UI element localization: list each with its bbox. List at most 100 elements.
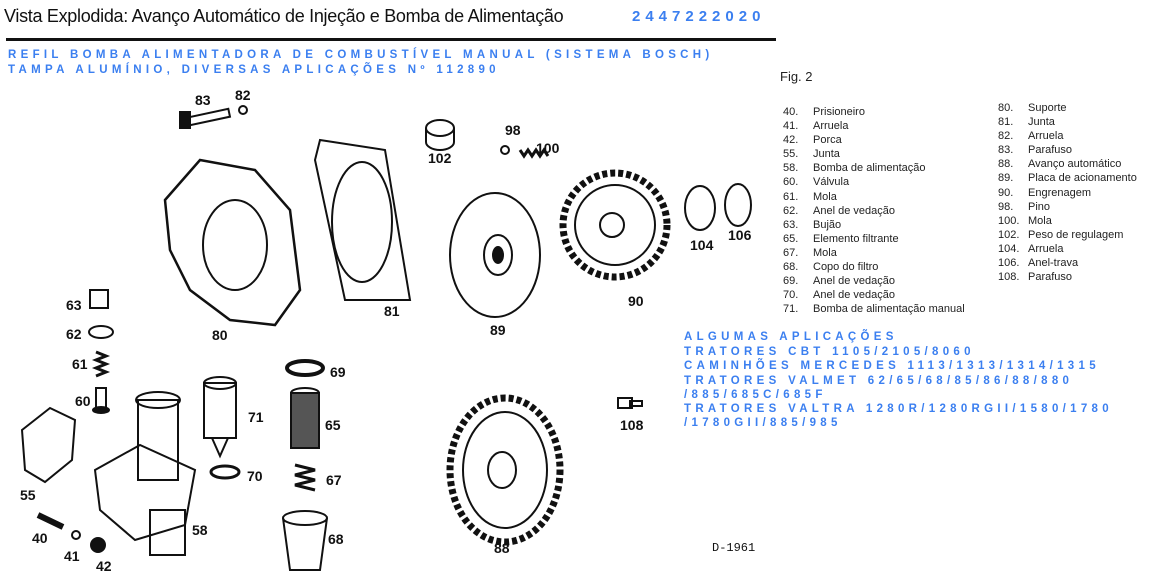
- legend-item-label: Mola: [1028, 214, 1052, 227]
- callout-60: 60: [75, 393, 91, 409]
- legend-item-number: 83.: [998, 144, 1014, 157]
- legend-item-number: 42.: [783, 134, 799, 147]
- bolt-83: [179, 107, 232, 129]
- legend-item-number: 61.: [783, 190, 799, 203]
- legend-item: 40. Prisioneiro: [783, 105, 965, 119]
- application-line: TRATORES VALMET 62/65/68/85/86/88/880: [684, 375, 1074, 387]
- seal-69: [285, 359, 325, 377]
- callout-65: 65: [325, 417, 341, 433]
- subtitle-line-2: TAMPA ALUMÍNIO, DIVERSAS APLICAÇÕES Nº 1…: [8, 64, 500, 76]
- housing-80: [163, 158, 302, 327]
- application-line: CAMINHÕES MERCEDES 1113/1313/1314/1315: [684, 360, 1100, 372]
- legend-item-number: 71.: [783, 303, 799, 316]
- subtitle-line-1: REFIL BOMBA ALIMENTADORA DE COMBUSTÍVEL …: [8, 49, 714, 61]
- title-divider: [6, 38, 776, 41]
- legend-item-number: 102.: [998, 228, 1020, 241]
- hand-pump-71: [203, 376, 237, 459]
- callout-70: 70: [247, 468, 263, 484]
- legend-item-number: 89.: [998, 172, 1014, 185]
- nut-42: [90, 537, 106, 553]
- legend-item-number: 104.: [998, 242, 1020, 255]
- legend-item-label: Peso de regulagem: [1028, 228, 1124, 241]
- legend-item: 102. Peso de regulagem: [998, 228, 1137, 242]
- pump-58: [93, 391, 197, 556]
- callout-108: 108: [620, 417, 644, 433]
- callout-62: 62: [66, 326, 82, 342]
- legend-item-label: Placa de acionamento: [1028, 172, 1137, 185]
- legend-item-number: 69.: [783, 275, 799, 288]
- callout-90: 90: [628, 293, 644, 309]
- legend-item-label: Porca: [813, 134, 842, 147]
- bolt-108: [617, 397, 643, 409]
- weight-102: [425, 119, 455, 151]
- legend-item-label: Anel de vedação: [813, 289, 895, 302]
- legend-item: 90. Engrenagem: [998, 186, 1137, 200]
- legend-item-number: 63.: [783, 218, 799, 231]
- plug-63: [89, 289, 109, 309]
- legend-item-number: 108.: [998, 271, 1020, 284]
- legend-item-label: Bujão: [813, 218, 842, 231]
- legend-item: 81.Junta: [998, 115, 1137, 129]
- legend-item-number: 68.: [783, 261, 799, 274]
- callout-80: 80: [212, 327, 228, 343]
- valve-60: [92, 387, 110, 414]
- legend-item: 100.Mola: [998, 214, 1137, 228]
- legend-item: 67.Mola: [783, 246, 965, 260]
- callout-69: 69: [330, 364, 346, 380]
- legend-item-label: Arruela: [1028, 242, 1064, 255]
- legend-item: 88.Avanço automático: [998, 157, 1137, 171]
- legend-item-number: 90.: [998, 186, 1014, 199]
- legend-item-number: 65.: [783, 232, 799, 245]
- callout-68: 68: [328, 531, 344, 547]
- callout-100: 100: [536, 140, 560, 156]
- circlip-106: [724, 183, 752, 227]
- application-line: /885/685C/685F: [684, 389, 827, 401]
- legend-item: 80.Suporte: [998, 101, 1137, 115]
- legend-item: 55.Junta: [783, 147, 965, 161]
- legend-item: 108. Parafuso: [998, 270, 1137, 284]
- legend-item-label: Copo do filtro: [813, 261, 879, 274]
- advance-88: [446, 394, 564, 546]
- callout-58: 58: [192, 522, 208, 538]
- legend-item-label: Prisioneiro: [813, 106, 865, 118]
- legend-item-label: Parafuso: [1028, 271, 1073, 284]
- legend-item-label: Bomba de alimentação manual: [813, 303, 965, 316]
- legend-item-label: Válvula: [813, 176, 850, 189]
- legend-item-number: 106.: [998, 257, 1020, 270]
- legend-item: 70.Anel de vedação: [783, 288, 965, 302]
- legend-item: 63. Bujão: [783, 218, 965, 232]
- spring-100: [518, 147, 550, 159]
- legend-item-number: 81.: [998, 116, 1014, 129]
- filter-65: [290, 387, 320, 449]
- gasket-55: [20, 406, 77, 484]
- callout-104: 104: [690, 237, 714, 253]
- callout-61: 61: [72, 356, 88, 372]
- applications-heading: ALGUMAS APLICAÇÕES: [684, 331, 898, 343]
- legend-item-label: Mola: [813, 246, 837, 259]
- legend-item-label: Arruela: [813, 120, 849, 133]
- legend-item-label: Avanço automático: [1028, 158, 1122, 171]
- legend-item: 68. Copo do filtro: [783, 260, 965, 274]
- callout-102: 102: [428, 150, 452, 166]
- legend-item-number: 40.: [783, 106, 799, 118]
- callout-106: 106: [728, 227, 752, 243]
- legend-item: 89. Placa de acionamento: [998, 171, 1137, 185]
- legend-item-label: Bomba de alimentação: [813, 162, 926, 175]
- callout-55: 55: [20, 487, 36, 503]
- seal-62: [88, 325, 114, 339]
- callout-88: 88: [494, 540, 510, 556]
- callout-83: 83: [195, 92, 211, 108]
- legend-item-label: Anel-trava: [1028, 257, 1079, 270]
- legend-item: 61. Mola: [783, 190, 965, 204]
- plate-89: [449, 192, 541, 318]
- legend-item-label: Mola: [813, 190, 837, 203]
- legend-item-number: 98.: [998, 200, 1014, 213]
- legend-item: 60.Válvula: [783, 175, 965, 189]
- application-line: TRATORES CBT 1105/2105/8060: [684, 346, 975, 358]
- legend-item-label: Engrenagem: [1028, 186, 1091, 199]
- spring-61: [91, 350, 111, 378]
- page-title: Vista Explodida: Avanço Automático de In…: [4, 6, 564, 26]
